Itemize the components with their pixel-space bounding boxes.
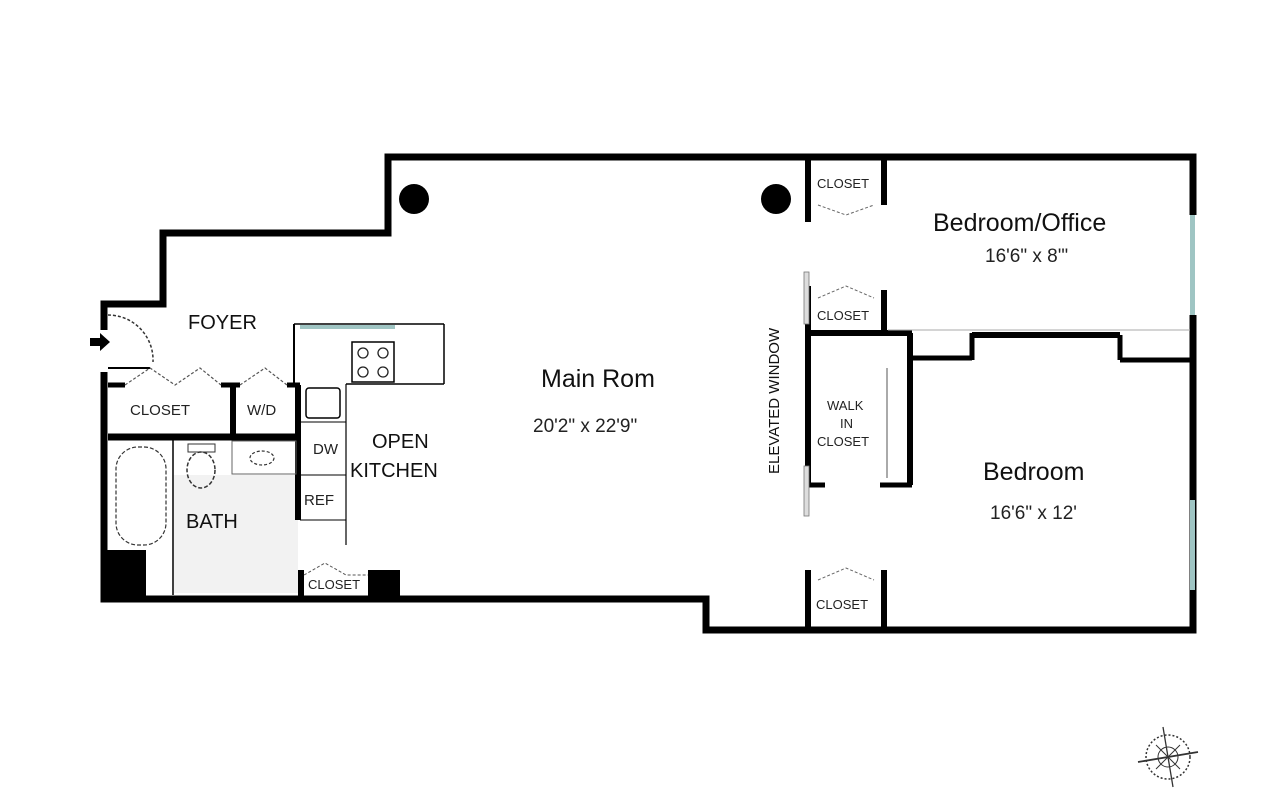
column-right <box>761 184 791 214</box>
main-room-label: Main Rom <box>541 365 655 393</box>
bedroom-office-label: Bedroom/Office <box>933 209 1107 237</box>
stove-icon <box>351 341 395 383</box>
elevated-window-label: ELEVATED WINDOW <box>766 327 783 474</box>
closet-mid-label: CLOSET <box>817 308 870 323</box>
bedroom-office-dimensions: 16'6" x 8'" <box>985 246 1069 267</box>
kitchen-window <box>300 325 395 329</box>
dishwasher-label: DW <box>313 441 338 458</box>
closet-bottom-label: CLOSET <box>816 597 869 612</box>
wd-label: W/D <box>247 402 277 419</box>
interior-walls-left <box>108 367 301 595</box>
bath-label: BATH <box>186 511 238 533</box>
kitchen-closet-label: CLOSET <box>308 577 361 592</box>
kitchen-sink-icon <box>305 387 341 419</box>
window-right-bottom <box>1190 500 1195 590</box>
walkin-label-line1: WALK <box>827 398 864 413</box>
foyer-closet-label: CLOSET <box>130 402 191 419</box>
walkin-label-line2: IN <box>840 416 853 431</box>
bath-tile-floor <box>174 475 298 593</box>
kitchen-counters <box>293 323 445 545</box>
compass-icon <box>1137 726 1199 788</box>
column-left <box>399 184 429 214</box>
kitchen-label-line1: OPEN <box>372 431 429 453</box>
refrigerator-label: REF <box>304 492 334 509</box>
wall-block <box>104 550 146 599</box>
bedroom-label: Bedroom <box>983 458 1085 486</box>
bathtub-icon <box>115 446 167 546</box>
entry-arrow-icon <box>90 333 110 351</box>
foyer-label: FOYER <box>188 312 257 334</box>
bedroom-dimensions: 16'6" x 12' <box>990 503 1077 524</box>
closet-top-label: CLOSET <box>817 176 870 191</box>
main-room-dimensions: 20'2" x 22'9" <box>533 416 638 437</box>
sink-icon <box>249 450 275 466</box>
walkin-label-line3: CLOSET <box>817 434 870 449</box>
kitchen-label-line2: KITCHEN <box>350 460 438 482</box>
entry-door-swing <box>107 314 154 363</box>
window-right-top <box>1190 215 1195 315</box>
